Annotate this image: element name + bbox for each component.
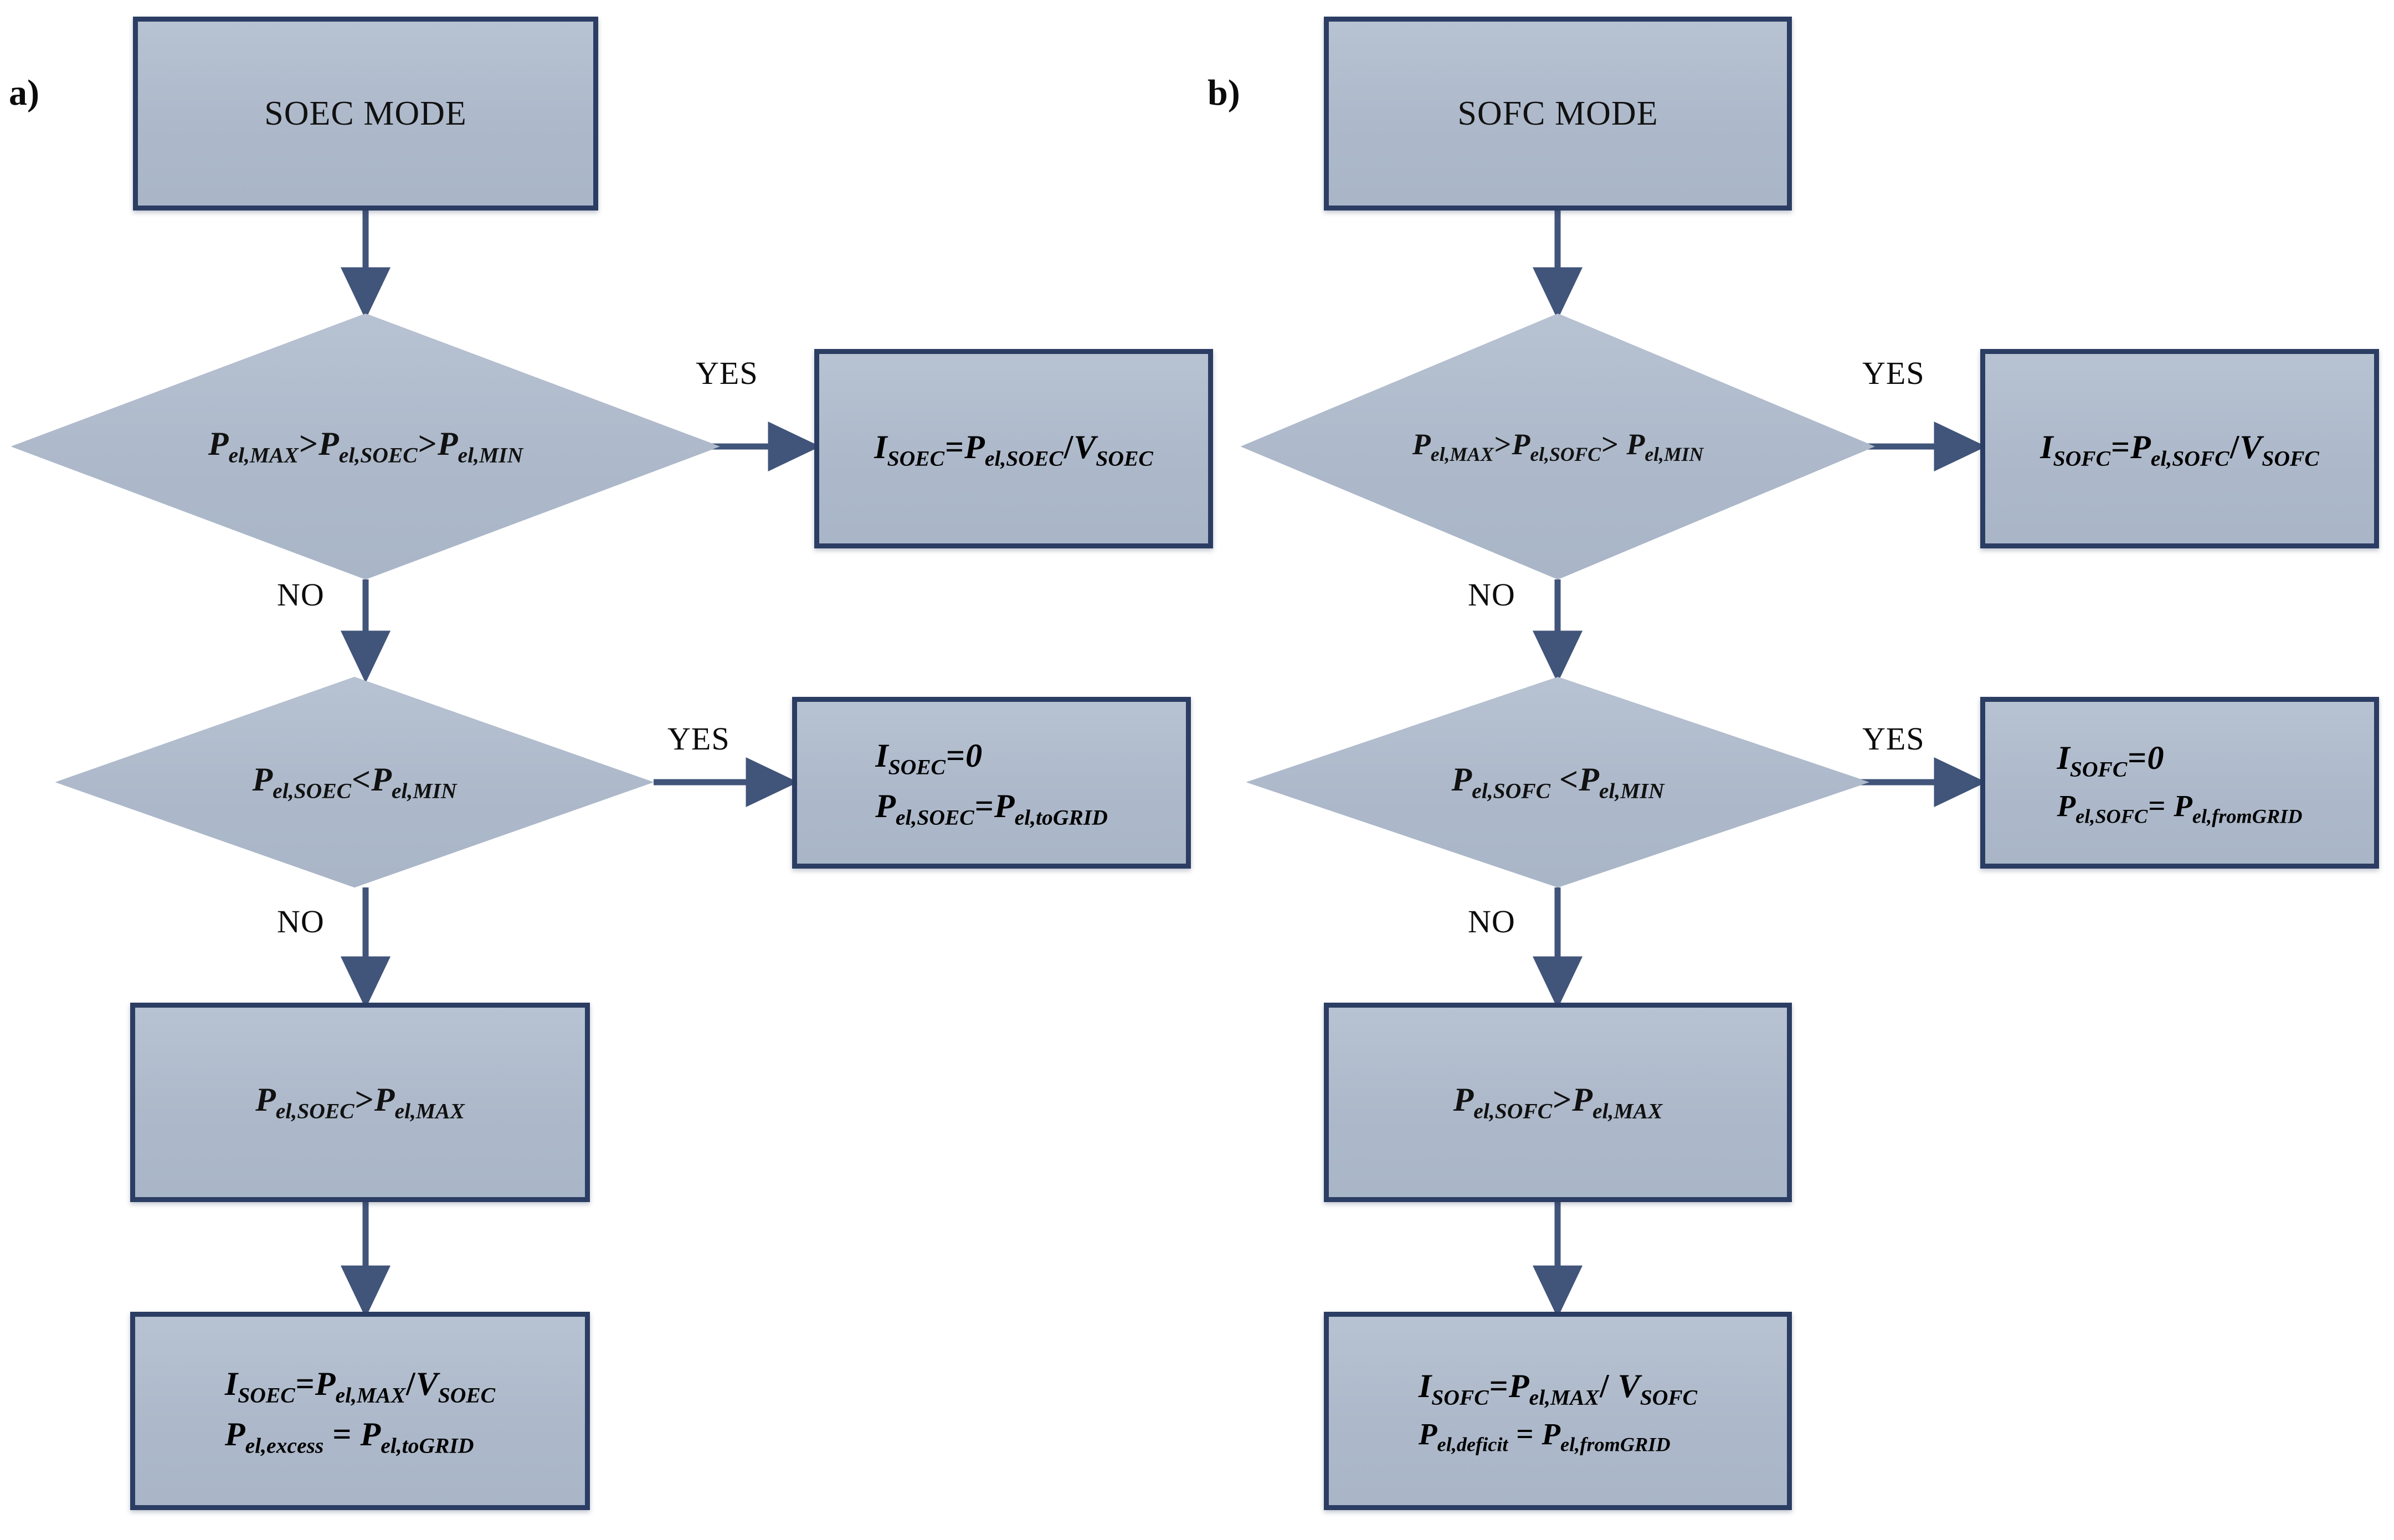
edge-label-b-no-2: NO [1468, 904, 1515, 940]
node-a-output-1[interactable]: ISOEC=Pel,SOEC/VSOEC [814, 349, 1213, 548]
node-a-output-2[interactable]: ISOEC=0 Pel,SOEC=Pel,toGRID [792, 697, 1191, 869]
node-b-output-2[interactable]: ISOFC=0 Pel,SOFC= Pel,fromGRID [1980, 697, 2379, 869]
node-b-output-1[interactable]: ISOFC=Pel,SOFC/VSOFC [1980, 349, 2379, 548]
edge-label-b-no-1: NO [1468, 577, 1515, 613]
edge-label-a-no-1: NO [277, 577, 325, 613]
node-b-output-3-label: ISOFC=Pel,MAX/ VSOFC Pel,deficit = Pel,f… [1418, 1367, 1698, 1456]
node-b-box-3[interactable]: Pel,SOFC>Pel,MAX [1324, 1003, 1792, 1202]
node-a-start-label: SOEC MODE [264, 94, 467, 132]
node-b-start-label: SOFC MODE [1457, 94, 1658, 132]
node-a-output-1-label: ISOEC=Pel,SOEC/VSOEC [874, 428, 1153, 471]
panel-letter-b: b) [1208, 73, 1240, 113]
edge-label-b-yes-1: YES [1862, 355, 1925, 391]
edge-label-a-yes-1: YES [696, 355, 758, 391]
node-a-box-3-label: Pel,SOEC>Pel,MAX [255, 1081, 465, 1123]
node-b-output-2-label: ISOFC=0 Pel,SOFC= Pel,fromGRID [2057, 739, 2303, 828]
node-a-output-3-label: ISOEC=Pel,MAX/VSOEC Pel,excess = Pel,toG… [224, 1366, 496, 1458]
node-b-box-3-label: Pel,SOFC>Pel,MAX [1453, 1081, 1663, 1123]
node-b-decision-2-label: Pel,SOFC <Pel,MIN [1451, 761, 1665, 803]
node-a-start[interactable]: SOEC MODE [133, 17, 598, 211]
node-b-decision-1-label: Pel,MAX>Pel,SOFC> Pel,MIN [1412, 427, 1704, 465]
node-a-output-3[interactable]: ISOEC=Pel,MAX/VSOEC Pel,excess = Pel,toG… [130, 1312, 590, 1510]
node-a-decision-1-label: Pel,MAX>Pel,SOEC>Pel,MIN [208, 425, 523, 468]
node-a-output-2-label: ISOEC=0 Pel,SOEC=Pel,toGRID [875, 737, 1108, 830]
node-a-decision-1[interactable]: Pel,MAX>Pel,SOEC>Pel,MIN [11, 314, 720, 579]
node-b-output-3[interactable]: ISOFC=Pel,MAX/ VSOFC Pel,deficit = Pel,f… [1324, 1312, 1792, 1510]
node-b-output-1-label: ISOFC=Pel,SOFC/VSOFC [2040, 428, 2319, 471]
node-b-decision-1[interactable]: Pel,MAX>Pel,SOFC> Pel,MIN [1241, 314, 1875, 579]
node-b-start[interactable]: SOFC MODE [1324, 17, 1792, 211]
node-a-box-3[interactable]: Pel,SOEC>Pel,MAX [130, 1003, 590, 1202]
panel-letter-a: a) [9, 73, 39, 113]
node-a-decision-2[interactable]: Pel,SOEC<Pel,MIN [55, 677, 654, 887]
node-a-decision-2-label: Pel,SOEC<Pel,MIN [252, 761, 457, 803]
edge-label-a-no-2: NO [277, 904, 325, 940]
node-b-decision-2[interactable]: Pel,SOFC <Pel,MIN [1246, 677, 1869, 887]
edge-label-b-yes-2: YES [1862, 721, 1925, 757]
edge-label-a-yes-2: YES [667, 721, 730, 757]
